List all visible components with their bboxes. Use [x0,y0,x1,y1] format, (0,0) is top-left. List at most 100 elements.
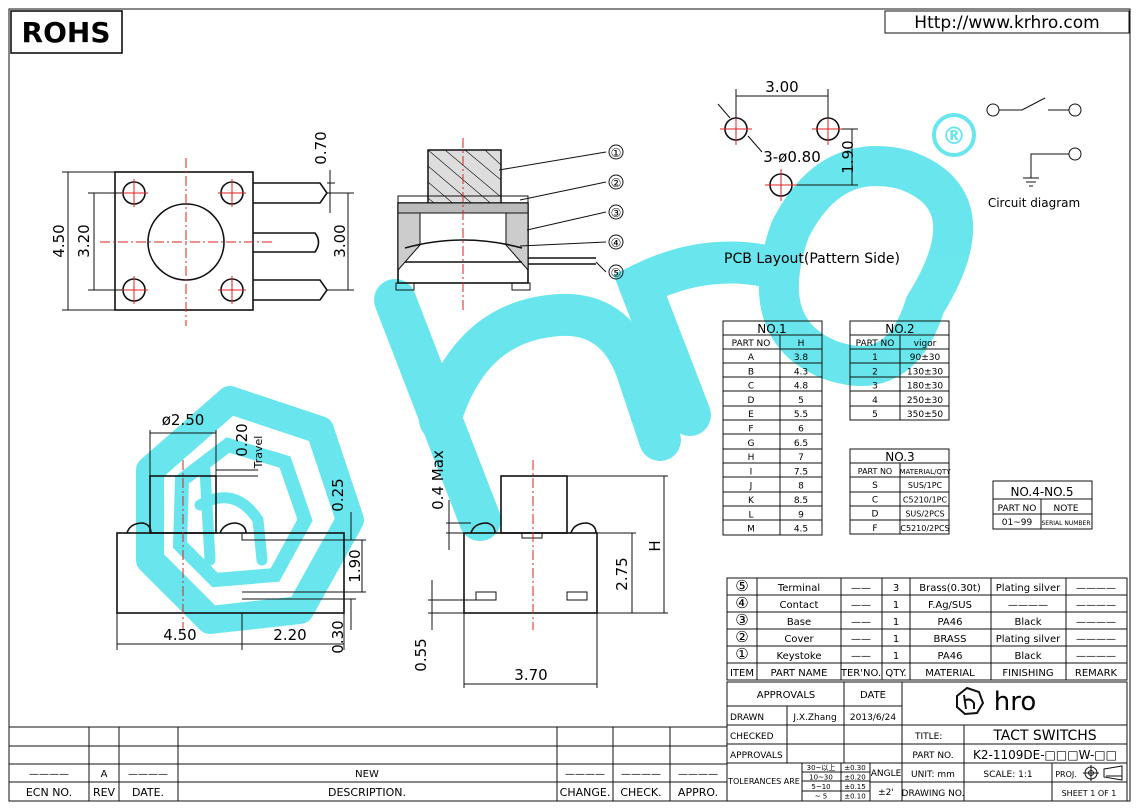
bom-finishing: Black [1014,651,1041,662]
side-view [116,430,366,650]
website-url[interactable]: Http://www.krhro.com [914,13,1099,33]
table-cell: G [748,439,755,449]
bom-remark: ———— [1076,651,1116,662]
dim-pcb-vert: 1.90 [839,140,857,173]
bom-item: ② [735,628,748,646]
bom-table [726,577,1128,681]
dim-pcb-holes: 3-ø0.80 [763,148,821,166]
bom-material: PA46 [938,617,963,628]
section-view [395,138,624,312]
table-title: NO.1 [757,322,786,336]
revision-desc: NEW [355,769,379,780]
front-view [428,460,668,688]
pcb-layout [717,89,858,201]
drawing-no-label: DRAWING NO. [902,789,965,799]
bom-header-name: PART NAME [770,668,827,679]
unit-label: UNIT: mm [911,770,955,780]
tolerance-value: ±0.20 [844,774,865,782]
bom-header-finishing: FINISHING [1002,668,1053,679]
circuit-caption: Circuit diagram [988,196,1080,210]
table-cell: S [872,481,878,491]
dim-top-width: 4.50 [50,224,68,257]
dim-025: 0.25 [329,478,347,511]
table-no2 [849,320,950,421]
tolerance-range: 30~以上 [807,763,836,772]
table-cell: 7.5 [794,467,808,477]
dim-055: 0.55 [412,638,430,671]
table-cell: L [748,510,753,520]
url-box [884,10,1130,34]
travel-label: Travel [252,436,265,470]
table-header: PART NO [732,339,771,349]
table-header: MATERIAL/QTY [899,468,951,476]
table-cell: SUS/1PC [908,481,943,490]
bom-ter: —— [851,634,871,645]
revision-check: ———— [621,769,661,780]
dim-h: H [646,540,664,551]
table-cell: 2 [872,367,878,377]
tolerance-range: ~ 5 [815,793,828,801]
bom-qty: 1 [893,651,899,662]
dim-travel: 0.20 [233,423,251,456]
table-cell: D [748,396,755,406]
bom-finishing: Plating silver [996,634,1061,645]
revision-rev: A [101,769,108,780]
title-label: TITLE: [914,732,942,742]
sheet-border [8,8,1131,802]
table-cell: 130±30 [907,367,943,377]
revision-header-desc: DESCRIPTION. [328,786,406,799]
drawing-title: TACT SWITCHS [992,728,1096,744]
table-cell: 4.3 [794,367,808,377]
bom-header-qty: QTY. [885,668,906,679]
table-header: PART NO [858,467,892,476]
revision-header-date: DATE. [132,786,164,799]
table-cell: SUS/2PCS [905,510,944,519]
revision-header-rev: REV [93,786,116,799]
table-cell: 5 [872,410,878,420]
dim-actuator-dia: ø2.50 [162,411,205,429]
dim-side-width: 4.50 [163,626,196,644]
registered-mark: ® [942,122,966,150]
table-cell: M [747,525,755,535]
bom-material: BRASS [934,634,967,645]
date-header: DATE [860,690,886,701]
bom-item: ③ [735,611,748,629]
table-cell: 5 [798,396,804,406]
part-number: K2-1109DE-□□□W-□□ [973,748,1117,762]
bom-qty: 1 [893,600,899,611]
bom-name: Terminal [777,583,820,594]
angle-label: ANGLE [871,769,902,779]
bom-finishing: Plating silver [996,583,1061,594]
table-cell: 350±50 [907,410,943,420]
dim-top-inner: 3.20 [75,224,93,257]
table-cell: 90±30 [910,353,941,363]
tolerance-range: 5~10 [811,783,830,791]
table-cell: F [872,524,877,534]
drawn-label: DRAWN [730,713,764,723]
table-cell: C5210/1PC [903,495,948,504]
bom-qty: 1 [893,617,899,628]
bom-remark: ———— [1076,600,1116,611]
drawn-date: 2013/6/24 [850,713,896,723]
circuit-diagram [986,97,1082,187]
table-cell: 9 [798,510,804,520]
revision-header-ecn: ECN NO. [26,786,72,799]
dim-pin-spacing: 3.00 [331,224,349,257]
bom-ter: —— [851,617,871,628]
bom-qty: 3 [893,583,899,594]
bom-qty: 1 [893,634,899,645]
dim-190: 1.90 [346,549,364,582]
table-cell: 3.8 [794,353,809,363]
table-cell: 8 [798,482,804,492]
table-cell: C5210/2PCS [900,524,949,533]
table-title: NO.4-NO.5 [1010,485,1073,499]
table-cell: H [748,453,755,463]
table-cell: 8.5 [794,496,808,506]
dim-max: 0.4 Max [429,450,447,510]
bom-header-item: ITEM [730,668,754,679]
table-cell: 3 [872,382,878,392]
bom-name: Cover [784,634,814,645]
revision-ecn: ———— [29,769,69,780]
bom-material: F.Ag/SUS [928,600,972,611]
proj-label: PROJ. [1055,770,1077,779]
